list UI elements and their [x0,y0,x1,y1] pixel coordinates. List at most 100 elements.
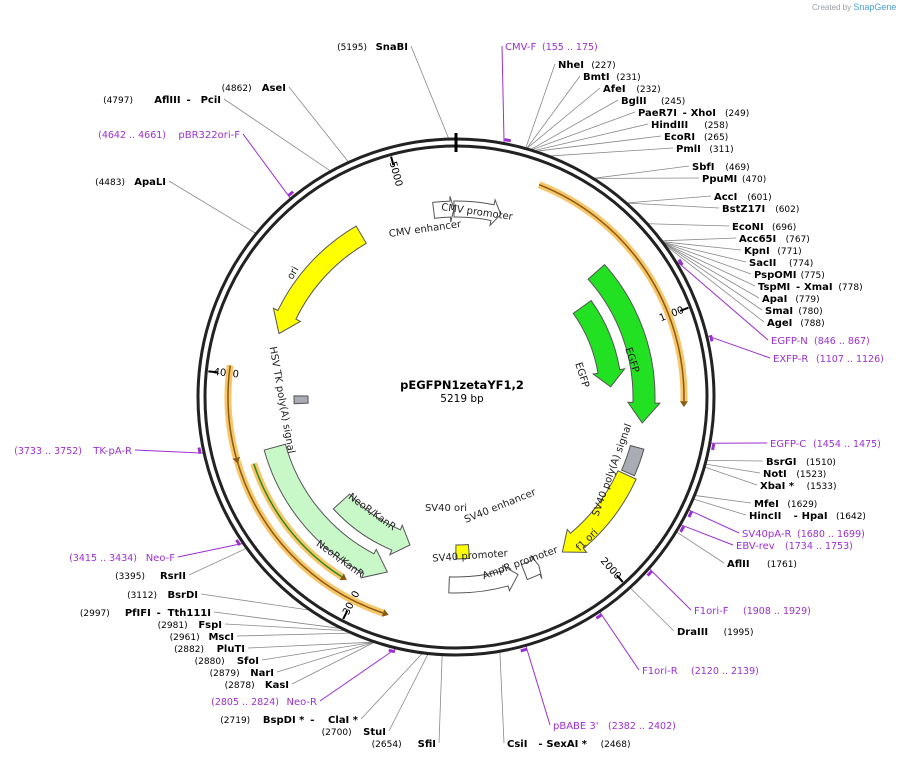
site-snabi[interactable]: SnaBI(5195) [337,42,408,53]
label-position: (1908 .. 1929) [743,606,811,617]
leader-line [213,611,340,629]
primer-egfp-c[interactable]: EGFP-C(1454 .. 1475) [770,439,881,450]
label-name: F1ori-R [642,666,678,677]
site-draiii[interactable]: DraIII(1995) [677,627,754,638]
leader-line [531,99,619,150]
label-dash: - [310,715,314,726]
site-econi[interactable]: EcoNI(696) [732,222,796,233]
label-extra: SexAI * [546,739,587,750]
label-position: (2805 .. 2824) [211,697,279,708]
site-bmti[interactable]: BmtI(231) [583,72,641,83]
site-pspomi[interactable]: PspOMI(775) [754,270,825,281]
site-stui[interactable]: StuI (2700) [322,727,386,738]
site-tspmi[interactable]: TspMI-XmaI(778) [758,282,863,293]
primer-egfp-n[interactable]: EGFP-N(846 .. 867) [771,336,870,347]
site-pmli[interactable]: PmlI(311) [676,144,734,155]
primer-cmv-f[interactable]: CMV-F(155 .. 175) [505,42,598,53]
site-bglii[interactable]: BglII(245) [621,96,685,107]
site-ecori[interactable]: EcoRI(265) [664,132,728,143]
neo-orf-band-arrowhead [381,609,389,617]
site-nhei[interactable]: NheI(227) [558,60,616,71]
label-name: TspMI [758,282,790,293]
feature-label-cmv-enhancer: CMV enhancer [388,219,462,240]
primer-pbabe-3[interactable]: pBABE 3'(2382 .. 2402) [553,721,676,732]
site-acc65i[interactable]: Acc65I(767) [739,234,810,245]
label-position: (2882) [174,645,204,655]
primer-exfp-r[interactable]: EXFP-R(1107 .. 1126) [773,354,884,365]
label-name: BmtI [583,72,610,83]
label-dash: - [538,739,542,750]
site-hincii[interactable]: HincII-HpaI(1642) [749,511,866,522]
primer-pbr322ori-f[interactable]: pBR322ori-F(4642 .. 4661) [98,130,240,141]
label-position: (2961) [170,633,200,643]
primer-ebv-rev[interactable]: EBV-rev(1734 .. 1753) [736,541,853,552]
site-apali[interactable]: ApaLI(4483) [95,177,166,188]
primer-marker [595,613,603,620]
primer-tk-pa-r[interactable]: TK-pA-R(3733 .. 3752) [14,446,132,457]
feature-sv40-ori [455,543,471,560]
primer-neo-f[interactable]: Neo-F(3415 .. 3434) [69,553,175,564]
leader-line [630,588,675,632]
label-name: SacII [749,258,776,269]
site-acci[interactable]: AccI(601) [714,192,772,203]
label-position: (3733 .. 3752) [14,446,82,457]
leader-line [223,98,331,172]
primer-f1ori-r[interactable]: F1ori-R (2120 .. 2139) [642,666,759,677]
label-name: Neo-F [146,553,176,564]
primer-f1ori-f[interactable]: F1ori-F (1908 .. 1929) [694,606,811,617]
primer-marker [504,138,512,143]
site-asei[interactable]: AseI(4862) [222,83,286,94]
site-sfii[interactable]: SfiI(2654) [372,739,436,750]
site-agei[interactable]: AgeI(788) [767,318,825,329]
label-name: AgeI [767,318,792,329]
site-sfoi[interactable]: SfoI(2880) [195,656,259,667]
site-afei[interactable]: AfeI(232) [603,84,661,95]
site-rsrii[interactable]: RsrII(3395) [115,571,186,582]
site-bsrgi[interactable]: BsrGI(1510) [766,457,836,468]
site-xbai[interactable]: XbaI *(1533) [760,481,837,492]
label-extra: XmaI [804,282,833,293]
site-hindiii[interactable]: HindIII(258) [651,120,728,131]
primer-marker [235,539,242,546]
primer-neo-r[interactable]: Neo-R(2805 .. 2824) [211,697,317,708]
leader-line [663,241,742,251]
site-bstz17i[interactable]: BstZ17I(602) [722,204,799,215]
label-name: PaeR7I [638,108,677,119]
label-name: StuI [363,727,386,738]
feature-cmv-enhancer [432,195,455,223]
site-bspdi[interactable]: ClaI *-BspDI *(2719) [220,715,359,726]
snapgene-logo: SnapGene [853,2,897,12]
label-position: (2120 .. 2139) [691,666,759,677]
feature-egfp-inner [572,299,626,388]
site-bsrdi[interactable]: BsrDI(3112) [127,590,198,601]
site-nari[interactable]: NarI(2879) [210,668,274,679]
site-kpni[interactable]: KpnI(771) [744,246,802,257]
site-afliii[interactable]: PciI-AflIII(4797) [103,95,221,106]
site-msci[interactable]: MscI(2961) [170,632,234,643]
label-name: KpnI [744,246,770,257]
site-apai[interactable]: ApaI(779) [762,294,820,305]
site-mfei[interactable]: MfeI(1629) [754,499,817,510]
site-pfifi[interactable]: Tth111I-PfIFI(2997) [80,608,211,619]
primer-sv40pa-r[interactable]: SV40pA-R(1680 .. 1699) [742,529,865,540]
site-csii[interactable]: CsiI-SexAI *(2468) [507,739,631,750]
site-kasi[interactable]: KasI(2878) [225,680,289,691]
site-sacii[interactable]: SacII(774) [749,258,813,269]
label-position: (2700) [322,728,352,738]
label-position: (767) [786,235,810,245]
site-fspi[interactable]: FspI(2981) [158,620,222,631]
site-paer7i[interactable]: PaeR7I-XhoI(249) [638,108,749,119]
label-name: F1ori-F [694,606,729,617]
label-name: ApaLI [134,177,166,188]
leader-line [676,260,769,341]
site-ppumi[interactable]: PpuMI(470) [702,174,766,185]
site-smai[interactable]: SmaI(780) [765,306,823,317]
site-noti[interactable]: NotI(1523) [763,469,826,480]
label-name: PluTI [217,644,245,655]
label-name: SnaBI [376,42,408,53]
site-aflii[interactable]: AflII(1761) [727,559,797,570]
site-sbfi[interactable]: SbfI(469) [692,162,750,173]
site-pluti[interactable]: PluTI (2882) [174,644,245,655]
label-position: (4642 .. 4661) [98,130,166,141]
label-extra: PciI [201,95,221,106]
